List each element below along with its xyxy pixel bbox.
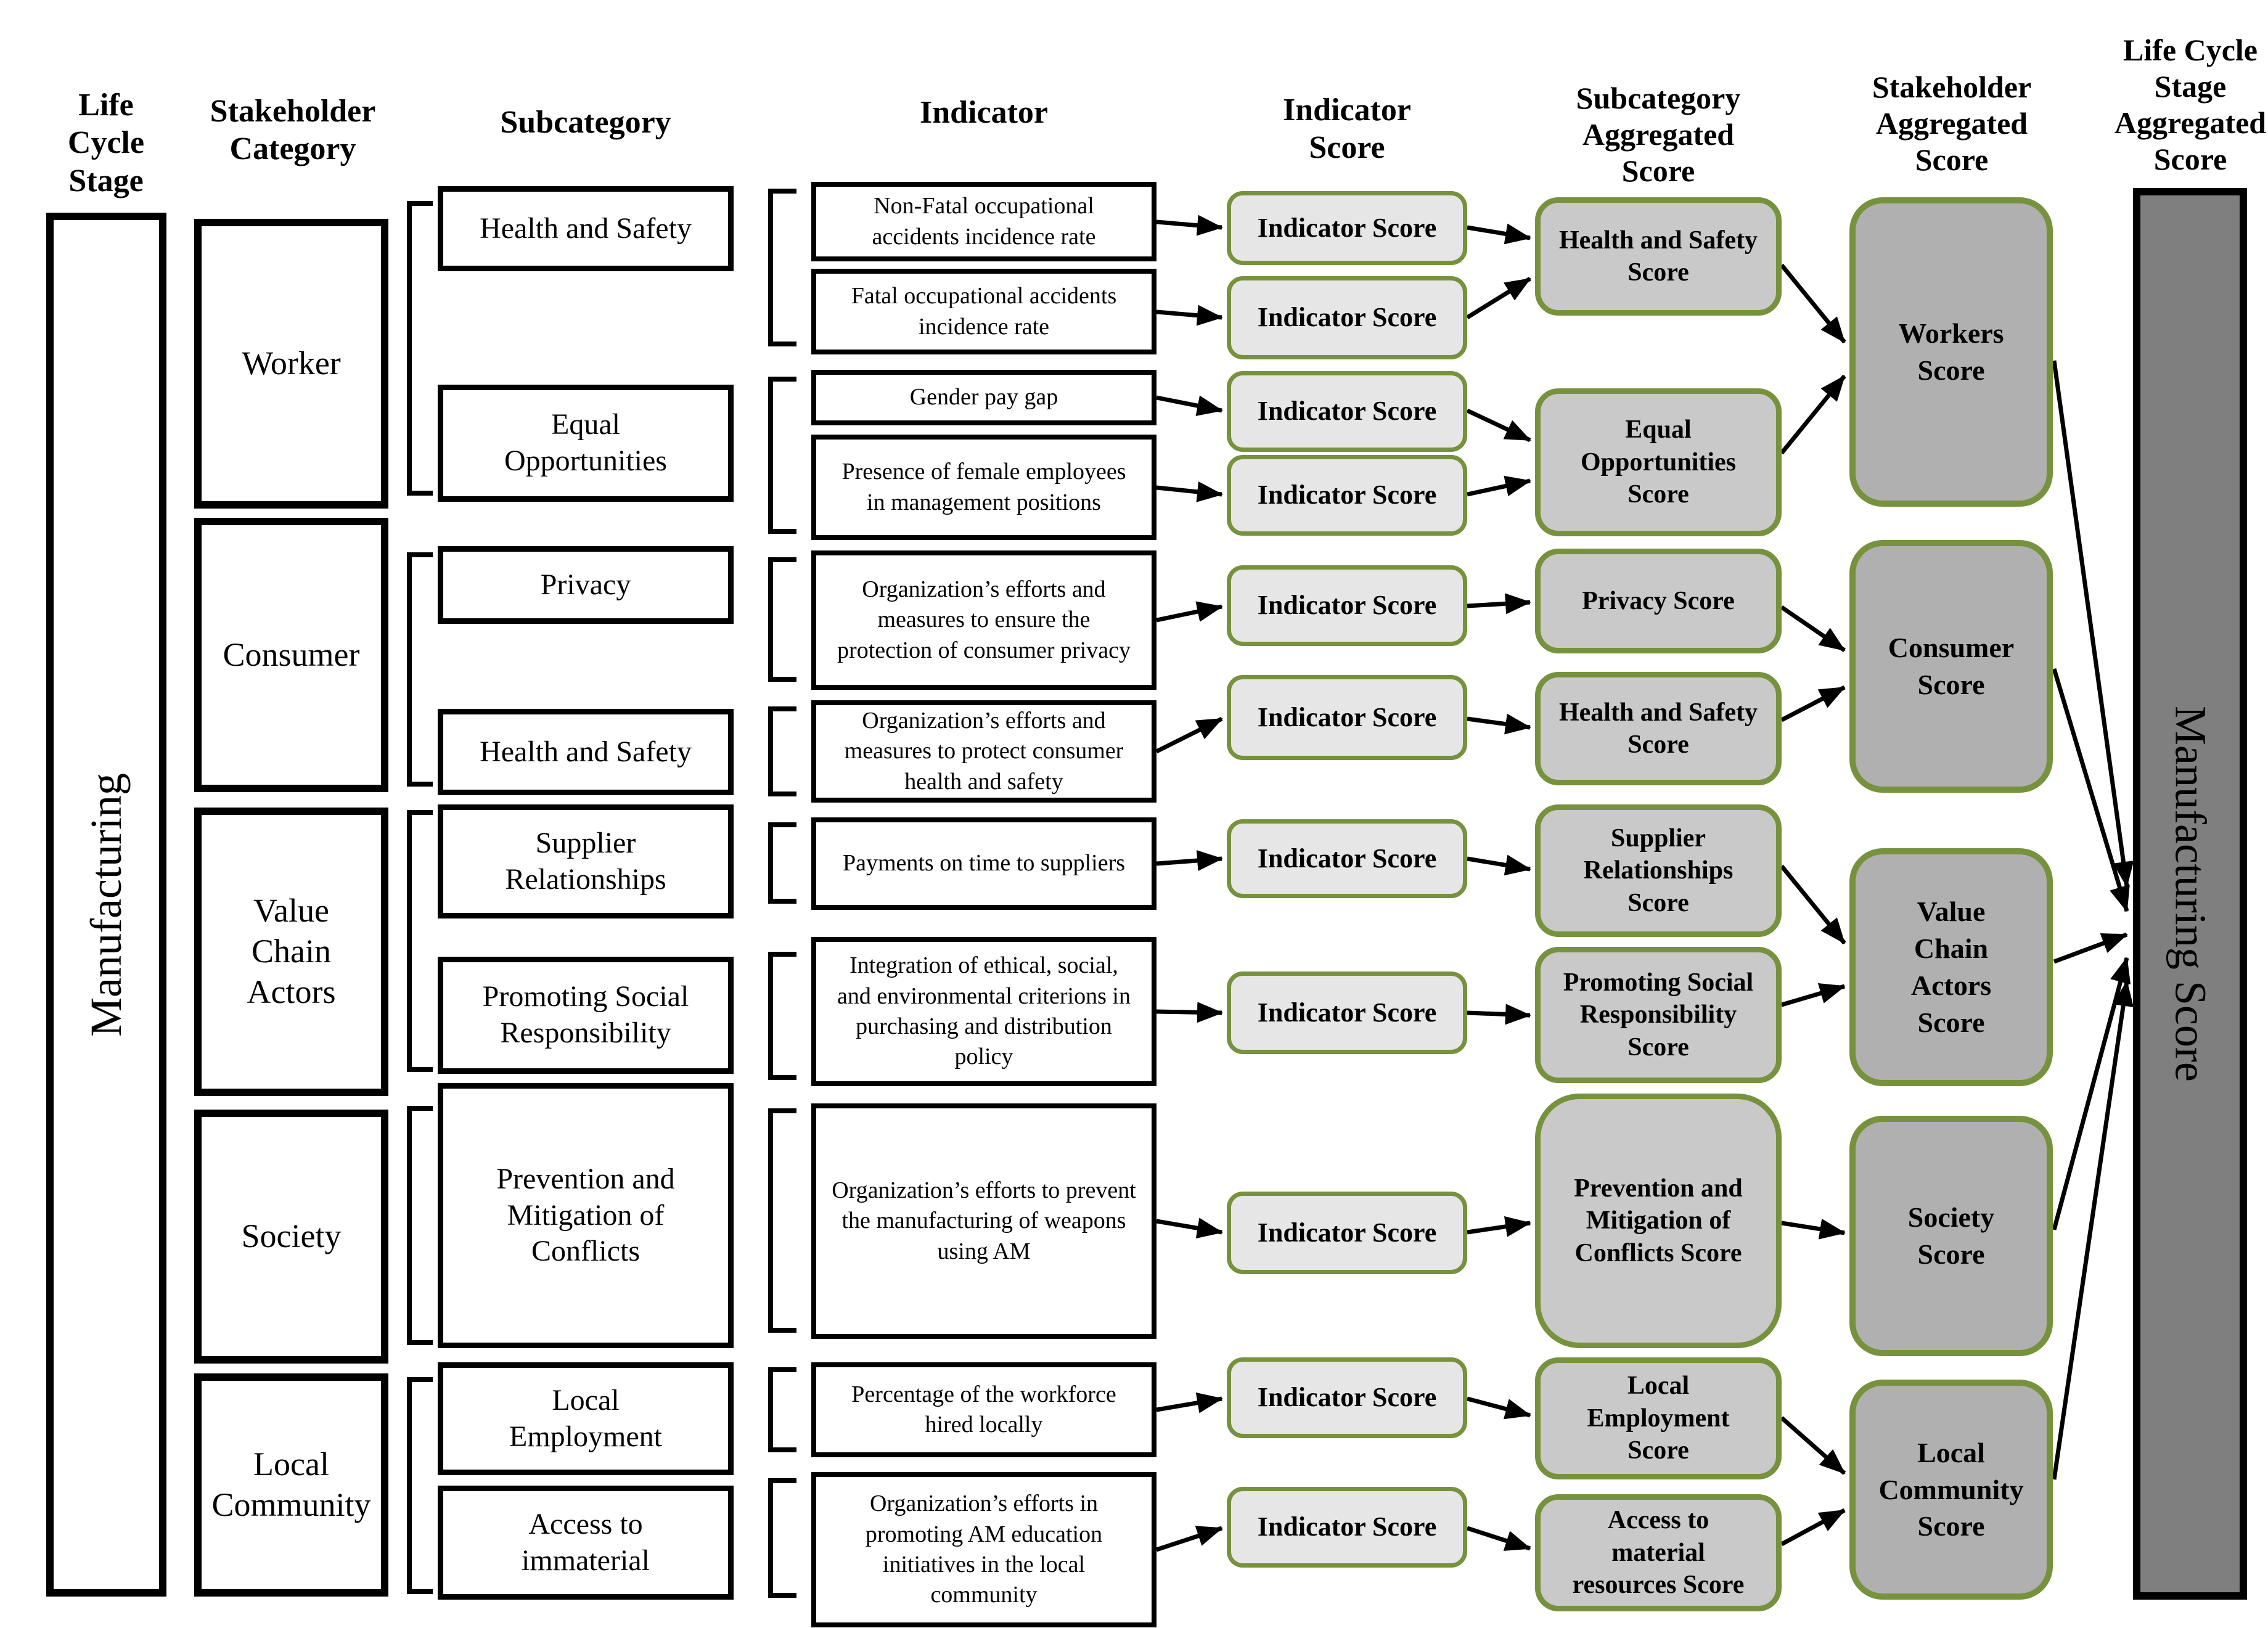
- flow-arrows: [1155, 215, 2134, 1552]
- stakeholder-society-box: Society: [194, 1110, 388, 1364]
- stakeholder-worker-box: Worker: [194, 219, 388, 509]
- life-cycle-stage-box: Manufacturing: [46, 213, 166, 1597]
- indicator-ethical-criterions-box: Integration of ethical, social, and envi…: [811, 937, 1157, 1086]
- subcategory-privacy-box: Privacy: [438, 546, 734, 624]
- stakeholder-value-chain-actors-box: Value Chain Actors: [194, 808, 388, 1096]
- subcategory-equal-opportunities-box: Equal Opportunities: [438, 385, 734, 502]
- indicator-score-box-7: Indicator Score: [1227, 819, 1467, 898]
- stakeholder-consumer-box: Consumer: [194, 518, 388, 792]
- subcategory-score-health-safety-worker-box: Health and Safety Score: [1535, 197, 1782, 316]
- life-cycle-stage-header: Life Cycle Stage: [67, 88, 145, 198]
- indicator-score-box-6: Indicator Score: [1227, 675, 1467, 760]
- indicator-score-box-5: Indicator Score: [1227, 565, 1467, 646]
- subcategory-health-safety-consumer-box: Health and Safety: [438, 709, 734, 795]
- indicator-workforce-hired-locally-box: Percentage of the workforce hired locall…: [811, 1362, 1157, 1457]
- life-cycle-stage-aggregated-score-header: Life Cycle Stage Aggregated Score: [2114, 33, 2267, 176]
- subcategory-header: Subcategory: [500, 105, 671, 140]
- subcategory-score-health-safety-consumer-box: Health and Safety Score: [1535, 672, 1782, 785]
- indicator-consumer-privacy-box: Organization’s efforts and measures to e…: [811, 550, 1157, 690]
- stakeholder-category-header: Stakeholder Category: [210, 94, 376, 167]
- indicator-gender-pay-gap-box: Gender pay gap: [811, 370, 1157, 425]
- indicator-consumer-health-safety-box: Organization’s efforts and measures to p…: [811, 700, 1157, 803]
- subcategory-prevention-mitigation-conflicts-box: Prevention and Mitigation of Conflicts: [438, 1083, 734, 1348]
- indicator-score-box-2: Indicator Score: [1227, 276, 1467, 359]
- stakeholder-aggregated-score-header: Stakeholder Aggregated Score: [1872, 70, 2032, 177]
- indicator-am-education-box: Organization’s efforts in promoting AM e…: [811, 1472, 1157, 1627]
- indicator-score-box-4: Indicator Score: [1227, 455, 1467, 536]
- indicator-score-header: Indicator Score: [1283, 92, 1411, 166]
- subcategory-score-promoting-social-responsibility-box: Promoting Social Responsibility Score: [1535, 947, 1782, 1083]
- subcategory-access-to-immaterial-box: Access to immaterial: [438, 1486, 734, 1600]
- stakeholder-score-local-community-box: Local Community Score: [1849, 1380, 2053, 1600]
- subcategory-score-equal-opportunities-box: Equal Opportunities Score: [1535, 388, 1782, 536]
- subcategory-score-supplier-relationships-box: Supplier Relationships Score: [1535, 804, 1782, 937]
- indicator-score-box-3: Indicator Score: [1227, 371, 1467, 452]
- manufacturing-score-label: Manufacturing Score: [2166, 706, 2216, 1082]
- subcategory-score-access-material-resources-box: Access to material resources Score: [1535, 1494, 1782, 1611]
- stakeholder-score-society-box: Society Score: [1849, 1116, 2053, 1356]
- stakeholder-subcategory-brackets: [407, 189, 796, 1598]
- indicator-prevent-weapons-box: Organization’s efforts to prevent the ma…: [811, 1103, 1157, 1339]
- indicator-score-box-9: Indicator Score: [1227, 1192, 1467, 1274]
- stakeholder-local-community-box: Local Community: [194, 1373, 388, 1597]
- indicator-payments-on-time-box: Payments on time to suppliers: [811, 817, 1157, 910]
- life-cycle-stage-score-box: Manufacturing Score: [2133, 188, 2247, 1600]
- indicator-score-box-10: Indicator Score: [1227, 1357, 1467, 1438]
- stakeholder-score-value-chain-actors-box: Value Chain Actors Score: [1849, 848, 2053, 1086]
- indicator-header: Indicator: [920, 95, 1048, 130]
- subcategory-score-local-employment-box: Local Employment Score: [1535, 1357, 1782, 1479]
- subcategory-local-employment-box: Local Employment: [438, 1362, 734, 1475]
- indicator-score-box-1: Indicator Score: [1227, 191, 1467, 265]
- indicator-nonfatal-accidents-box: Non-Fatal occupational accidents inciden…: [811, 182, 1157, 261]
- indicator-fatal-accidents-box: Fatal occupational accidents incidence r…: [811, 269, 1157, 354]
- subcategory-aggregated-score-header: Subcategory Aggregated Score: [1576, 81, 1741, 188]
- stakeholder-score-consumer-box: Consumer Score: [1849, 540, 2053, 793]
- indicator-female-management-box: Presence of female employees in manageme…: [811, 435, 1157, 540]
- subcategory-health-safety-worker-box: Health and Safety: [438, 186, 734, 271]
- life-cycle-stage-label: Manufacturing: [81, 772, 131, 1037]
- indicator-score-box-11: Indicator Score: [1227, 1487, 1467, 1568]
- subcategory-supplier-relationships-box: Supplier Relationships: [438, 804, 734, 918]
- indicator-score-box-8: Indicator Score: [1227, 971, 1467, 1054]
- subcategory-score-privacy-box: Privacy Score: [1535, 549, 1782, 653]
- subcategory-promoting-social-responsibility-box: Promoting Social Responsibility: [438, 957, 734, 1074]
- stakeholder-score-workers-box: Workers Score: [1849, 197, 2053, 507]
- subcategory-score-prevention-mitigation-conflicts-box: Prevention and Mitigation of Conflicts S…: [1535, 1094, 1782, 1348]
